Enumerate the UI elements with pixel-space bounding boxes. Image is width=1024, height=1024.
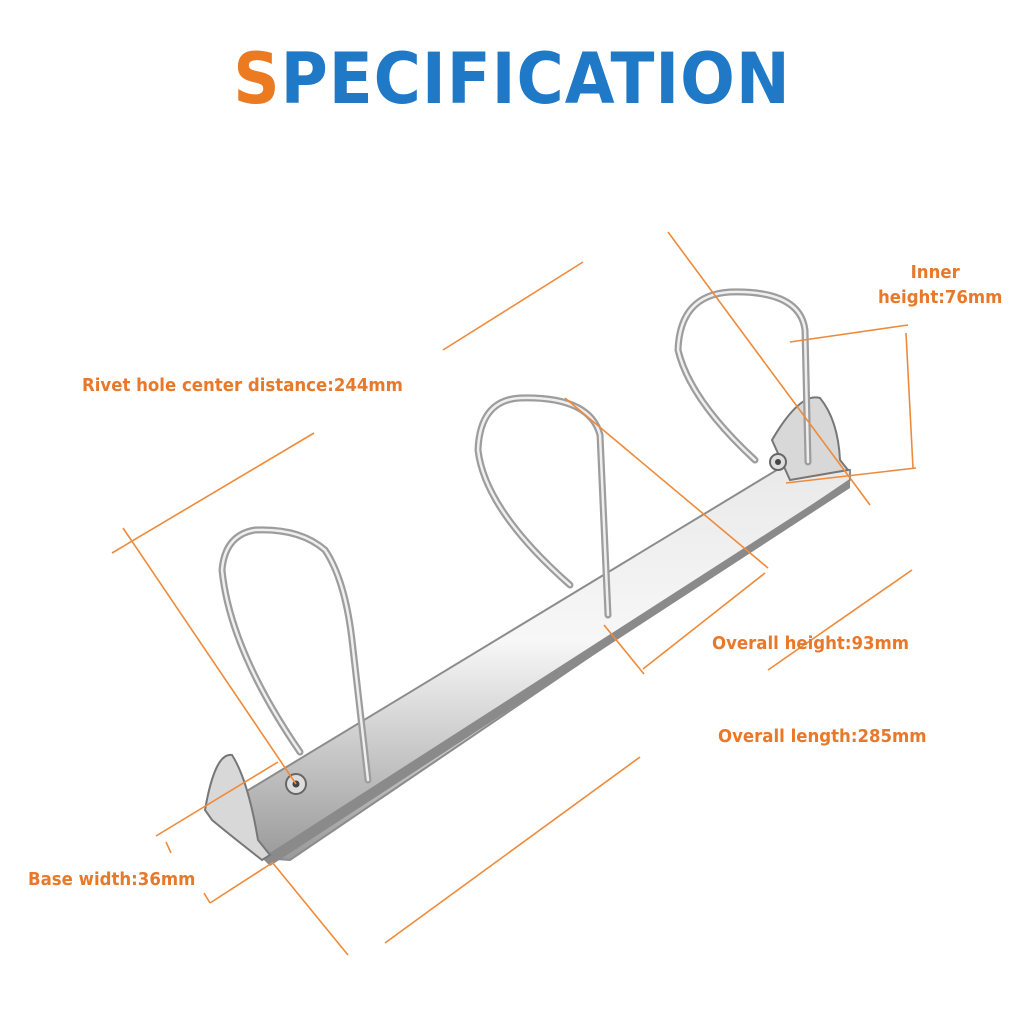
inner-height-top	[789, 324, 909, 343]
title-rest: PECIFICATION	[280, 38, 791, 120]
title-first-letter: S	[233, 38, 281, 120]
rivet-distance-line-top	[442, 261, 584, 351]
label-inner-height-line1: Inner	[910, 262, 960, 283]
rivet-leader-right	[667, 231, 871, 506]
inner-height-bottom	[785, 467, 917, 484]
overall-length-bottom	[384, 756, 641, 944]
label-overall-length: Overall length:285mm	[718, 726, 927, 747]
overall-height-line	[642, 572, 766, 670]
page-title: SPECIFICATION	[41, 44, 983, 114]
rivet-distance-line-bottom	[111, 432, 315, 554]
rivet-leader-left	[122, 527, 297, 785]
overall-length-top	[767, 569, 913, 671]
overall-height-leader-top	[564, 397, 769, 569]
inner-height-vertical	[905, 332, 914, 469]
end-clip-left	[203, 753, 272, 862]
base-plate	[230, 460, 851, 866]
base-width-tick-bottom	[203, 892, 211, 904]
label-inner-height-line2: height:76mm	[878, 287, 1003, 308]
base-width-tick-top	[165, 841, 172, 854]
base-width-top	[155, 761, 279, 837]
label-overall-height: Overall height:93mm	[712, 633, 910, 654]
overall-length-leader-left	[271, 861, 349, 956]
dimension-lines	[111, 231, 917, 956]
label-base-width: Base width:36mm	[28, 869, 196, 890]
base-width-bottom	[209, 862, 273, 904]
label-rivet-hole-center-distance: Rivet hole center distance:244mm	[82, 375, 403, 396]
overall-height-leader-bottom	[603, 624, 645, 675]
